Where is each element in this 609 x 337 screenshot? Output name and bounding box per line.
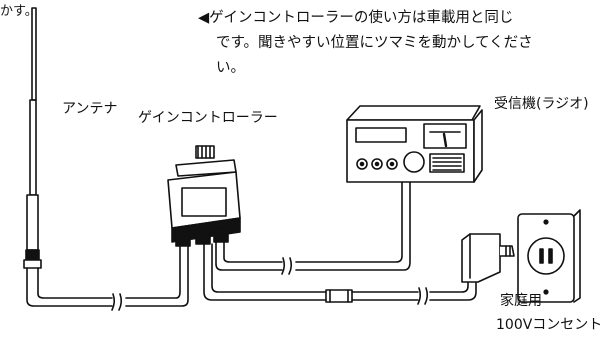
power-cable	[203, 243, 477, 305]
antenna-cable	[26, 244, 189, 311]
outlet-label-line2: 100Vコンセント	[496, 317, 603, 333]
receiver-cable	[215, 179, 411, 275]
outlet-label-line1: 家庭用	[500, 293, 542, 309]
antenna-label: アンテナ	[62, 101, 118, 117]
usage-note-line-2: です。聞きやすい位置にツマミを動かしてくださ	[216, 35, 533, 51]
gain-controller-drawing	[167, 145, 241, 247]
receiver-drawing	[346, 105, 483, 183]
usage-note: ◀ゲインコントローラーの使い方は車載用と同じ です。聞きやすい位置にツマミを動か…	[198, 6, 609, 81]
antenna-drawing	[23, 7, 42, 269]
usage-note-line-3: い。	[216, 60, 245, 76]
usage-note-line-1: ◀ゲインコントローラーの使い方は車載用と同じ	[198, 10, 514, 26]
note-marker-icon: ◀	[198, 10, 210, 26]
ac-adapter-drawing	[461, 233, 515, 283]
receiver-label: 受信機(ラジオ)	[494, 96, 589, 112]
gain-controller-label: ゲインコントローラー	[138, 110, 278, 126]
wall-outlet-drawing	[517, 209, 581, 303]
top-fragment-text: かす。	[0, 4, 38, 19]
